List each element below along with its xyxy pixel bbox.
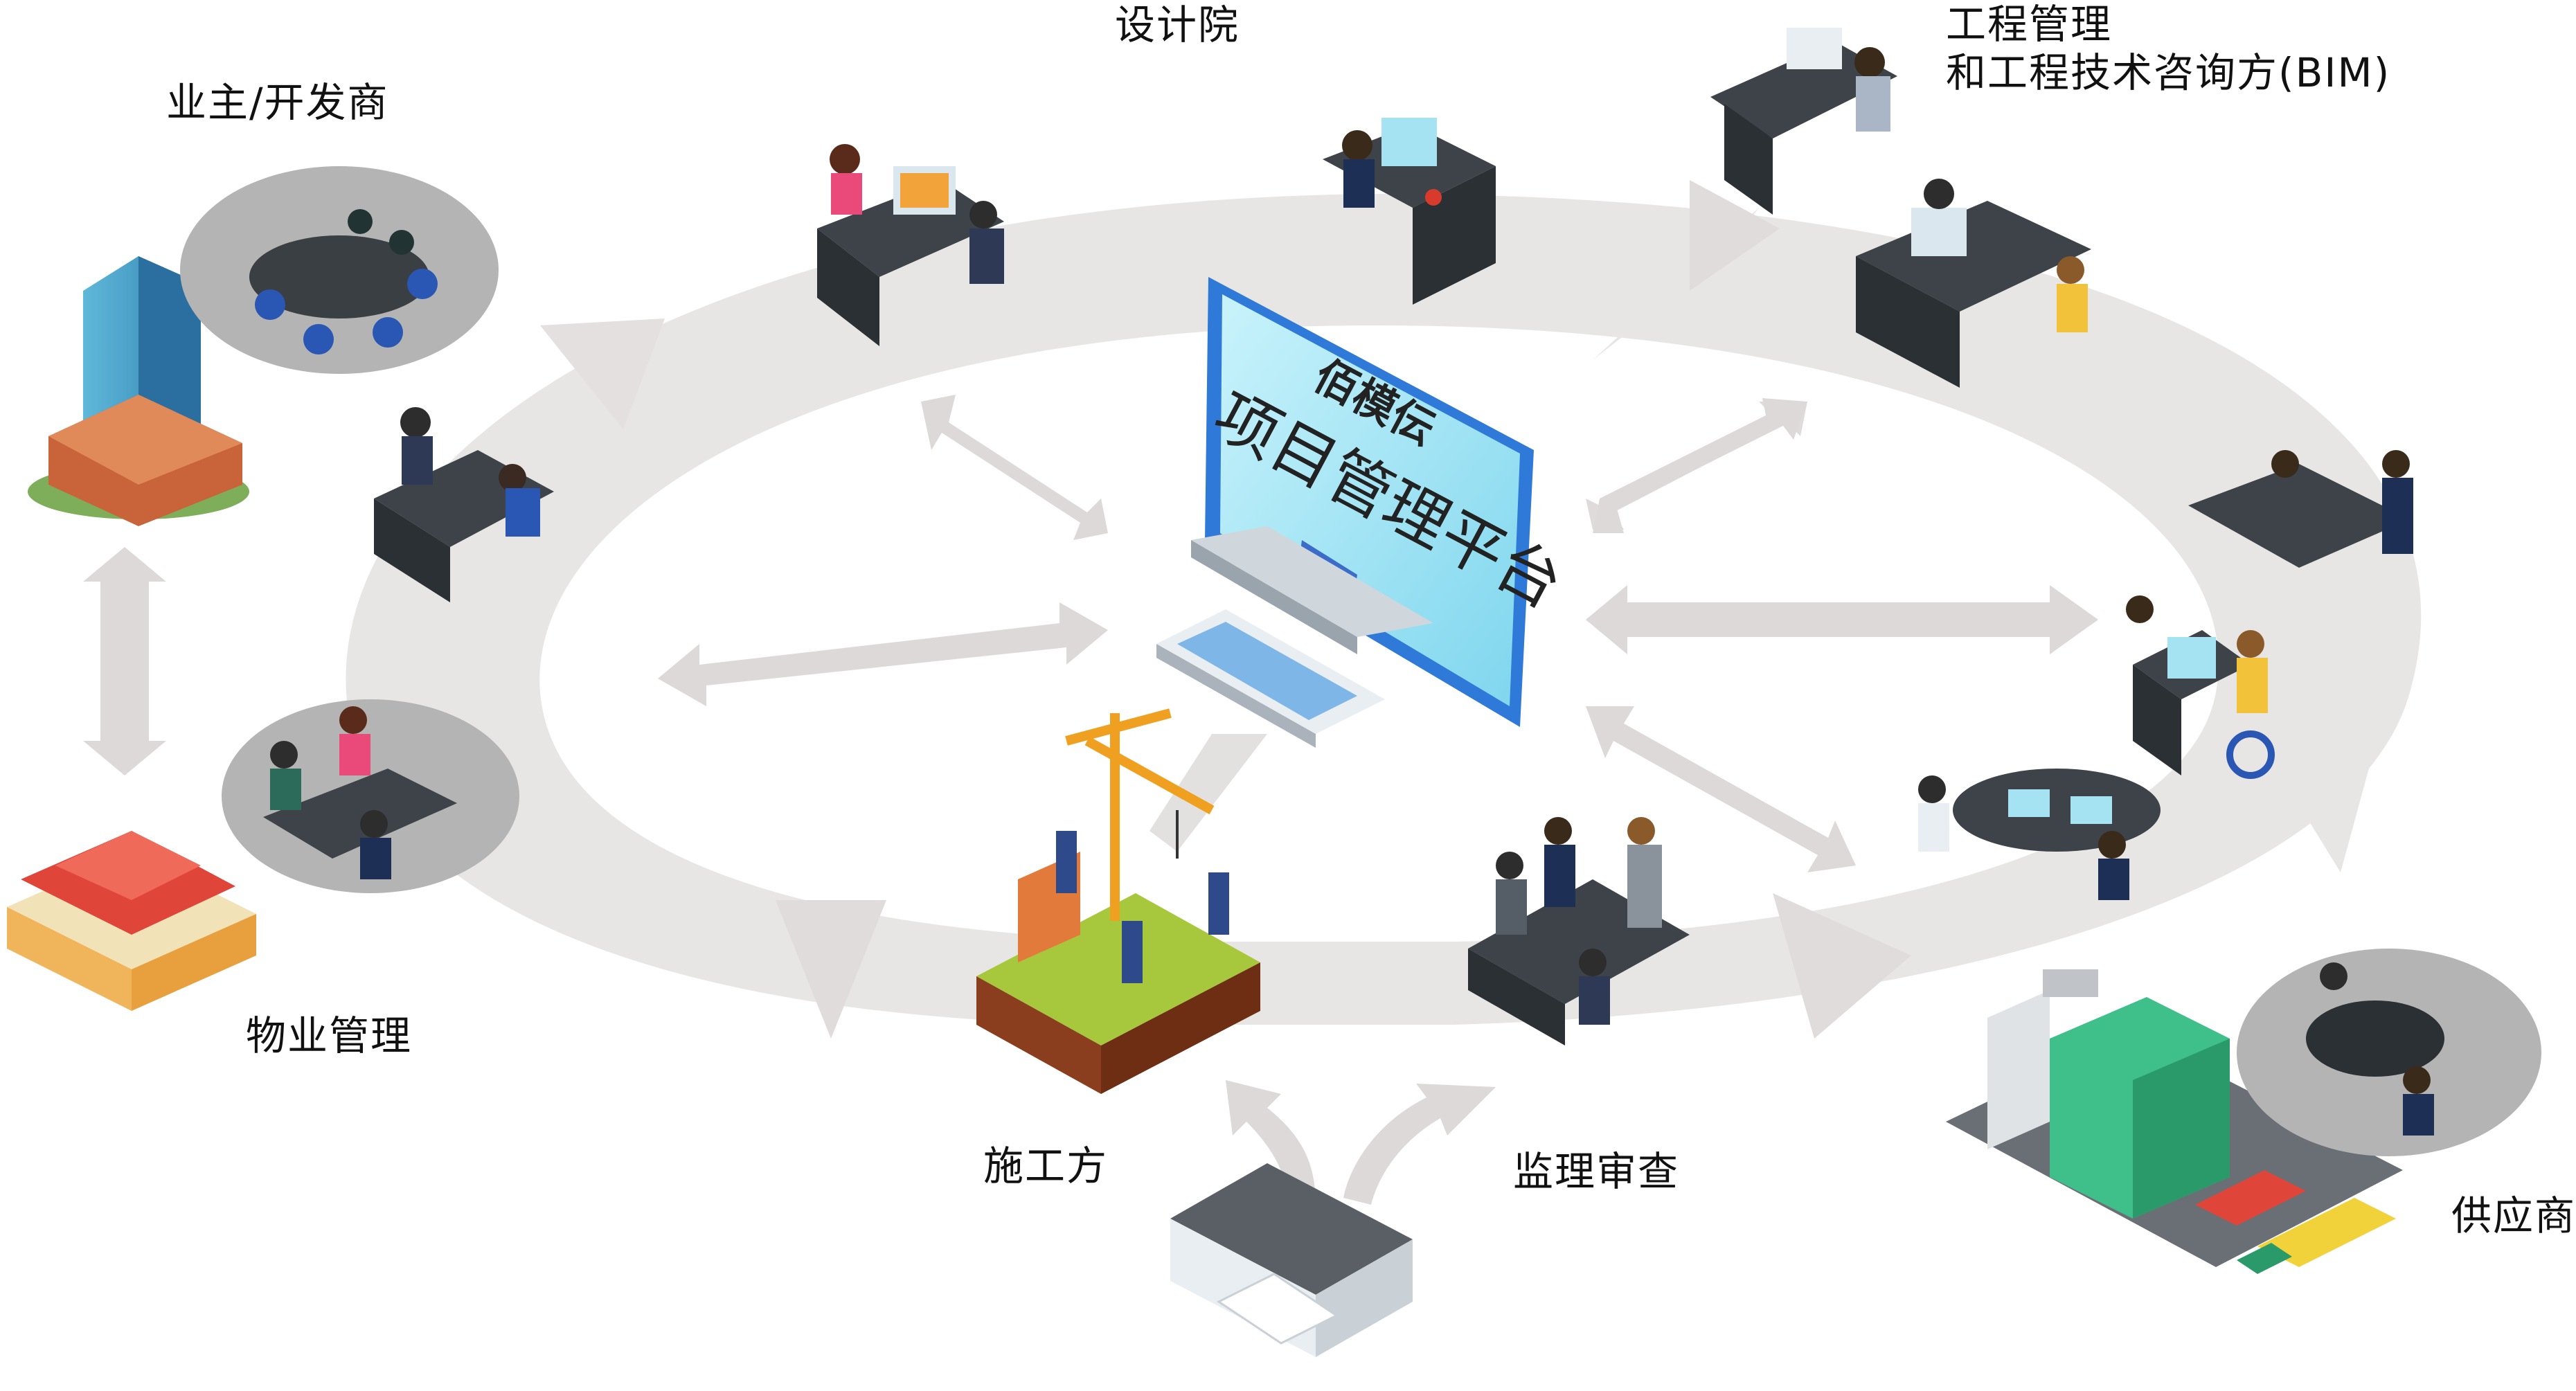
crane-icon (1065, 708, 1215, 921)
supervision-meeting-icon (1468, 817, 1690, 1046)
meeting-table-icon (180, 166, 499, 374)
label-supplier: 供应商 (2451, 1192, 2576, 1239)
keyboard-icon (1156, 609, 1385, 748)
warehouse-icon (7, 831, 256, 1011)
truck-icon (2195, 1170, 2396, 1274)
supplier-meeting-icon (2237, 949, 2541, 1156)
property-office-icon (222, 699, 519, 893)
monitor-icon: 佰模伝 项目管理平台 (1191, 277, 1575, 727)
office-tower-icon (28, 256, 249, 526)
label-supervision: 监理审查 (1513, 1148, 1680, 1195)
label-property: 物业管理 (246, 1012, 413, 1059)
design-desk-icon (817, 118, 1496, 346)
construction-site-icon (976, 831, 1260, 1094)
lifecycle-ring (346, 180, 2422, 1039)
label-construction: 施工方 (983, 1142, 1109, 1190)
label-engineering: 工程管理 和工程技术咨询方(BIM) (1946, 1, 2391, 96)
label-owner: 业主/开发商 (166, 79, 389, 126)
bim-office-icon (1710, 28, 2413, 900)
supplier-factory-icon (1946, 969, 2403, 1267)
owner-desk-icon (374, 407, 554, 602)
center-arrows (83, 395, 2098, 1205)
label-design: 设计院 (1115, 1, 1240, 48)
printer-icon (1170, 1163, 1413, 1357)
